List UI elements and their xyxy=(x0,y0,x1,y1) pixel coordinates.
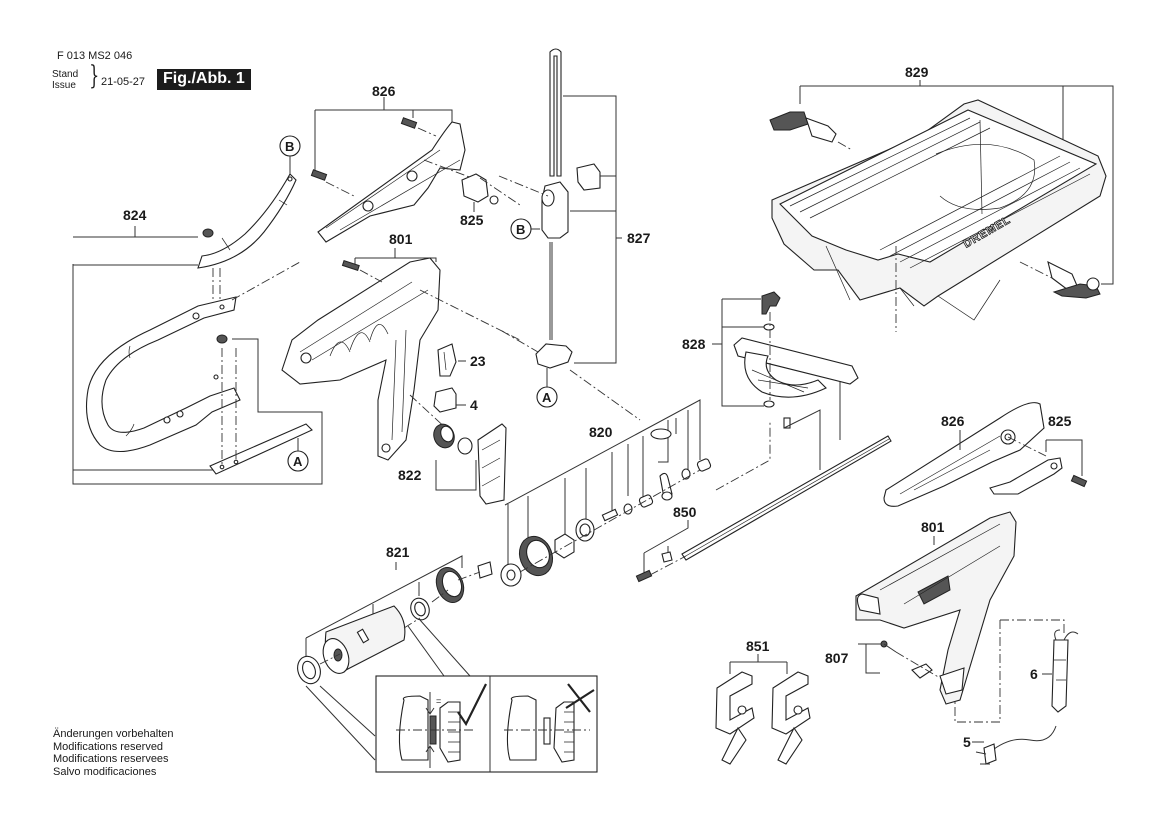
label-825-right: 825 xyxy=(1048,413,1072,429)
label-851: 851 xyxy=(746,638,770,654)
svg-text:B: B xyxy=(285,139,294,154)
label-4: 4 xyxy=(470,397,478,413)
label-826-right: 826 xyxy=(941,413,965,429)
marker-a-left: A xyxy=(287,438,309,472)
x-mark-icon xyxy=(565,683,595,713)
label-822: 822 xyxy=(398,467,422,483)
svg-text:B: B xyxy=(516,222,525,237)
label-827: 827 xyxy=(627,230,651,246)
part-824-handle-assembly[interactable] xyxy=(72,173,323,485)
modification-notes: Änderungen vorbehalten Modifications res… xyxy=(53,728,173,778)
figure-label: Fig./Abb. 1 xyxy=(157,69,251,90)
label-801-right: 801 xyxy=(921,519,945,535)
incorrect-assembly-panel xyxy=(504,683,595,763)
issue-label: Issue xyxy=(52,80,76,91)
label-821: 821 xyxy=(386,544,410,560)
part-850-rail[interactable] xyxy=(635,420,892,583)
part-825-knob[interactable] xyxy=(461,173,521,212)
label-23: 23 xyxy=(470,353,486,369)
label-820: 820 xyxy=(589,424,613,440)
marker-b-mid: B xyxy=(510,218,540,240)
marker-b-left: B xyxy=(279,135,301,174)
label-850: 850 xyxy=(673,504,697,520)
label-824: 824 xyxy=(123,207,147,223)
label-807: 807 xyxy=(825,650,849,666)
label-6: 6 xyxy=(1030,666,1038,682)
note-de: Änderungen vorbehalten xyxy=(53,728,174,740)
part-801-housing[interactable] xyxy=(281,248,521,461)
part-807-cord-clamp[interactable] xyxy=(858,640,941,679)
label-801-top: 801 xyxy=(389,231,413,247)
part-826-handle-right[interactable] xyxy=(883,402,1047,507)
note-es: Salvo modificaciones xyxy=(53,765,157,778)
document-number: F 013 MS2 046 xyxy=(57,50,133,62)
label-5: 5 xyxy=(963,734,971,750)
part-822-gear-cover-set[interactable] xyxy=(430,421,507,505)
issue-date: 21-05-27 xyxy=(101,76,146,88)
part-820-gear-train[interactable] xyxy=(500,399,712,587)
part-801-tool-assembled[interactable] xyxy=(855,511,1017,705)
part-4-switch[interactable] xyxy=(433,387,466,413)
part-6-strain-relief[interactable] xyxy=(954,619,1079,723)
part-851-clamps[interactable] xyxy=(715,654,811,765)
brace-icon: } xyxy=(89,61,100,91)
part-826-handle-cover[interactable] xyxy=(310,97,473,243)
part-828-mitre-gauge[interactable] xyxy=(712,291,859,470)
stand-label: Stand xyxy=(52,69,79,80)
part-827-guard-assembly[interactable] xyxy=(498,48,641,421)
note-fr: Modifications reservees xyxy=(53,753,169,765)
label-825-top: 825 xyxy=(460,212,484,228)
correct-assembly-panel: = xyxy=(396,683,487,768)
label-829: 829 xyxy=(905,64,929,80)
note-en: Modifications reserved xyxy=(53,740,164,753)
assembly-detail-inset: = xyxy=(305,619,598,773)
part-821-motor[interactable] xyxy=(294,555,493,687)
marker-a-mid: A xyxy=(536,368,558,408)
part-5-power-cord[interactable] xyxy=(972,725,1057,765)
svg-text:A: A xyxy=(293,454,303,469)
stand-issue-labels: Stand Issue xyxy=(52,69,78,91)
label-828: 828 xyxy=(682,336,706,352)
svg-text:A: A xyxy=(542,390,552,405)
part-829-table[interactable]: DREMEL xyxy=(769,80,1114,332)
part-23-clip[interactable] xyxy=(437,343,466,377)
check-mark-icon xyxy=(457,683,487,727)
svg-text:=: = xyxy=(436,696,441,706)
part-825-lever-right[interactable] xyxy=(989,439,1088,495)
label-826-top: 826 xyxy=(372,83,396,99)
